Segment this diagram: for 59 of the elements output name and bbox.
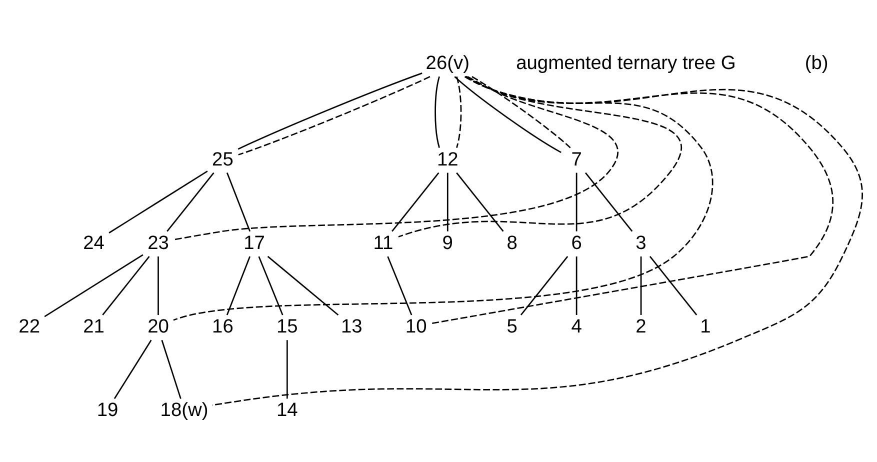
- node-text: 17: [244, 232, 265, 254]
- connector: [44, 254, 144, 317]
- connector: [226, 256, 250, 315]
- connector: [446, 172, 448, 231]
- connector: [267, 255, 339, 316]
- connector: [434, 76, 440, 148]
- connector: [212, 76, 863, 406]
- node-text: 3: [636, 232, 646, 254]
- node-text: 24: [83, 232, 104, 254]
- connector: [456, 172, 504, 232]
- node-text: 4: [571, 316, 582, 338]
- node-text: 2: [636, 316, 646, 338]
- connector: [576, 256, 578, 314]
- connector: [102, 256, 150, 315]
- connector: [166, 172, 214, 232]
- node-text: 12: [436, 148, 458, 170]
- node-text: 22: [18, 316, 40, 338]
- node-text: 13: [340, 316, 362, 338]
- connector: [174, 76, 618, 240]
- node-text: 26(v): [426, 52, 470, 74]
- connector: [226, 172, 251, 232]
- connector: [158, 256, 159, 314]
- node-text: 6: [571, 232, 582, 254]
- node-text: 21: [83, 316, 104, 338]
- connector: [387, 256, 412, 315]
- node-text: 7: [571, 148, 582, 170]
- connector: [173, 76, 714, 320]
- connector: [431, 76, 834, 324]
- node-text: 18(w): [160, 400, 208, 421]
- connector: [108, 170, 208, 233]
- connector: [640, 256, 642, 314]
- node-text: 14: [276, 400, 298, 421]
- node-text: 25: [212, 148, 234, 170]
- node-text: 10: [405, 316, 427, 338]
- node-text: 23: [148, 232, 169, 254]
- connector: [585, 172, 633, 232]
- node-text: 15: [276, 316, 298, 338]
- connector: [649, 256, 698, 315]
- connector: [286, 340, 288, 398]
- label: augmented ternary tree G: [516, 52, 736, 74]
- connector: [576, 172, 578, 231]
- node-text: 9: [442, 232, 453, 254]
- node-text: 11: [373, 232, 394, 254]
- node-text: 16: [212, 316, 234, 338]
- node-text: 20: [148, 316, 169, 338]
- node-text: 1: [700, 316, 711, 338]
- node-text: 8: [506, 232, 518, 254]
- connector: [161, 339, 182, 398]
- node-text: 5: [506, 316, 518, 338]
- connector: [456, 76, 462, 148]
- connector: [520, 256, 568, 315]
- connector: [114, 339, 152, 399]
- connector: [472, 76, 571, 148]
- connector: [392, 172, 440, 232]
- node-text: 19: [96, 400, 118, 421]
- connector: [398, 75, 682, 237]
- connector: [258, 256, 284, 315]
- connector: [454, 76, 562, 153]
- label: (b): [804, 52, 828, 74]
